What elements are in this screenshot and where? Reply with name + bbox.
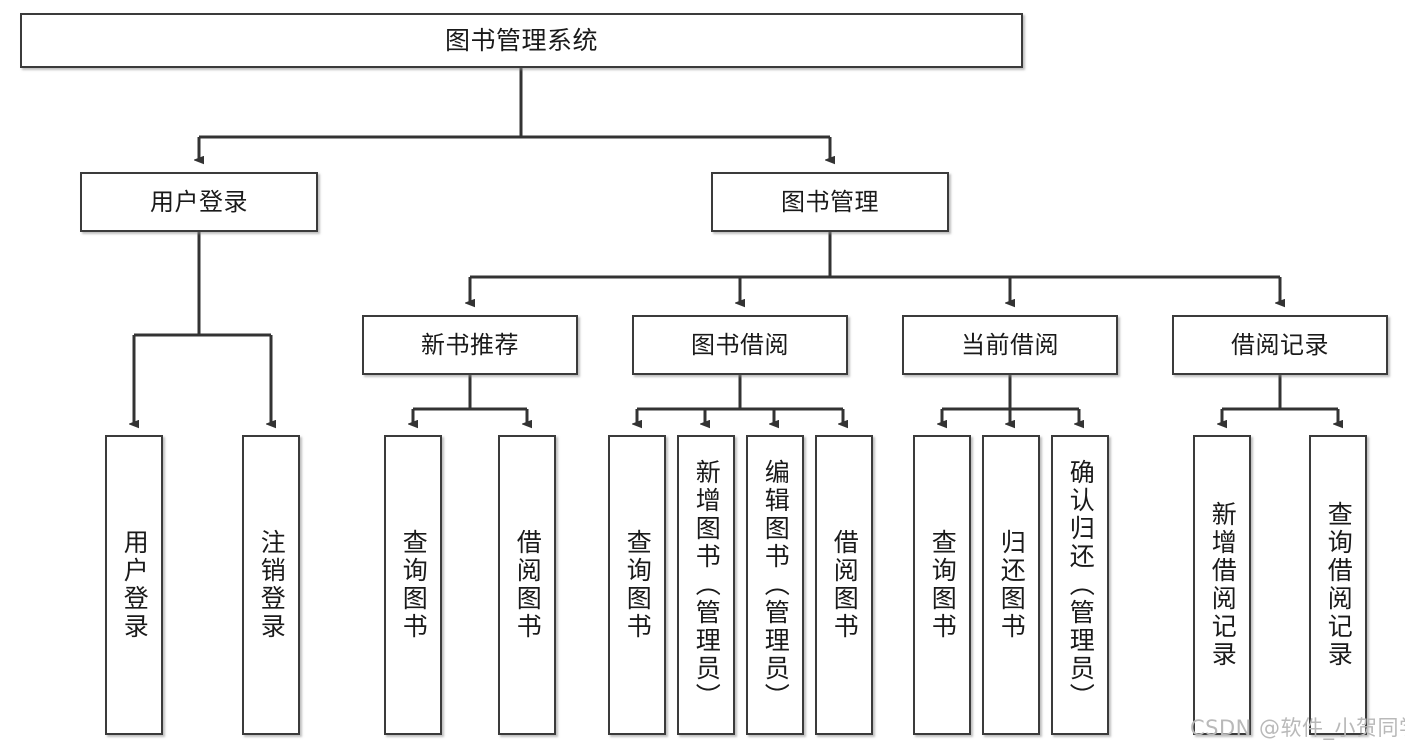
node-label: 用户登录 [120,529,150,641]
node-label: 查询图书 [399,529,429,641]
node-new-book-recommend[interactable]: 新书推荐 [362,315,578,375]
node-leaf-query-book-3[interactable]: 查询图书 [913,435,971,735]
node-borrow-record[interactable]: 借阅记录 [1172,315,1388,375]
node-leaf-query-book-1[interactable]: 查询图书 [384,435,442,735]
node-root-book-management-system[interactable]: 图书管理系统 [20,13,1023,68]
node-leaf-add-borrow-record[interactable]: 新增借阅记录 [1193,435,1251,735]
node-leaf-return-book[interactable]: 归还图书 [982,435,1040,735]
csdn-watermark: CSDN @软件_小贺同学 [1190,716,1405,740]
node-label: 图书管理 [781,187,879,216]
node-book-management[interactable]: 图书管理 [711,172,949,232]
node-label: 确认归还（管理员） [1066,459,1096,711]
node-label: 归还图书 [997,529,1027,641]
node-label: 借阅图书 [513,529,543,641]
node-user-login[interactable]: 用户登录 [80,172,318,232]
node-label: 当前借阅 [961,330,1059,359]
node-current-borrow[interactable]: 当前借阅 [902,315,1118,375]
node-label: 新增图书（管理员） [692,459,722,711]
node-label: 新增借阅记录 [1208,501,1238,669]
node-label: 借阅图书 [830,529,860,641]
node-leaf-borrow-book-1[interactable]: 借阅图书 [498,435,556,735]
node-label: 查询借阅记录 [1324,501,1354,669]
node-book-borrow[interactable]: 图书借阅 [632,315,848,375]
node-leaf-edit-book[interactable]: 编辑图书（管理员） [746,435,804,735]
node-label: 查询图书 [928,529,958,641]
node-leaf-confirm-return[interactable]: 确认归还（管理员） [1051,435,1109,735]
node-leaf-user-login[interactable]: 用户登录 [105,435,163,735]
node-leaf-logout-login[interactable]: 注销登录 [242,435,300,735]
node-label: 新书推荐 [421,330,519,359]
node-label: 编辑图书（管理员） [761,459,791,711]
node-label: 图书管理系统 [444,25,598,55]
node-label: 用户登录 [150,187,248,216]
node-label: 查询图书 [623,529,653,641]
node-label: 注销登录 [257,529,287,641]
node-label: 借阅记录 [1231,330,1329,359]
node-label: 图书借阅 [691,330,789,359]
node-leaf-borrow-book-2[interactable]: 借阅图书 [815,435,873,735]
node-leaf-add-book[interactable]: 新增图书（管理员） [677,435,735,735]
node-leaf-query-borrow-record[interactable]: 查询借阅记录 [1309,435,1367,735]
node-leaf-query-book-2[interactable]: 查询图书 [608,435,666,735]
